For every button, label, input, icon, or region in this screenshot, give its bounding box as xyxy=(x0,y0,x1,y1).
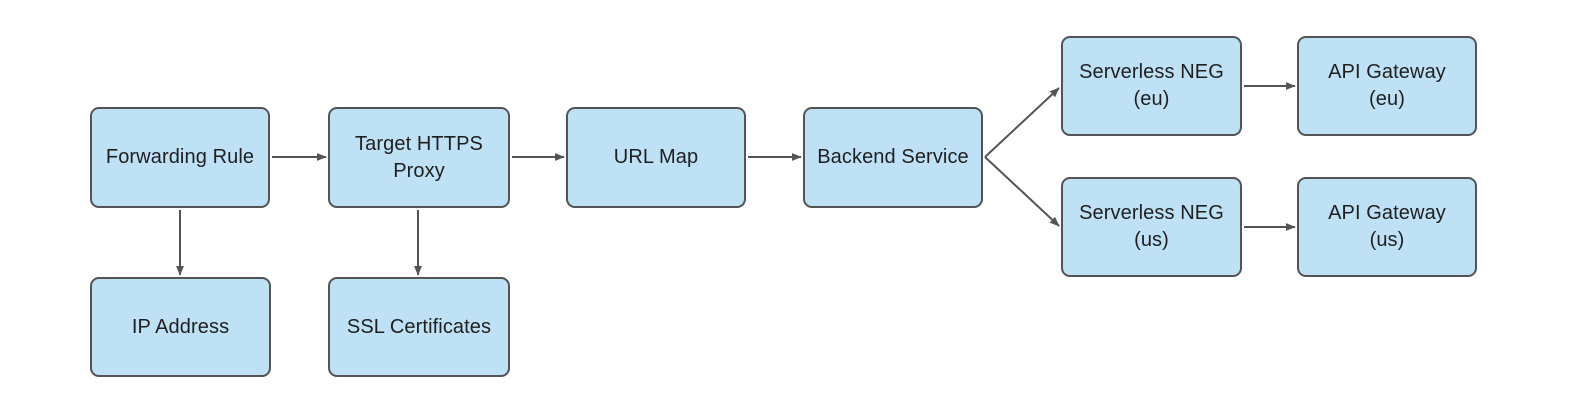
node-ip-address[interactable]: IP Address xyxy=(90,277,271,377)
node-url-map[interactable]: URL Map xyxy=(566,107,746,208)
node-label-ssl-certificates: SSL Certificates xyxy=(346,315,492,338)
node-forwarding-rule[interactable]: Forwarding Rule xyxy=(90,107,270,208)
edge-backend-service-to-serverless-neg-eu xyxy=(984,87,1060,158)
node-label-ip-address: IP Address xyxy=(131,315,230,338)
node-serverless-neg-eu[interactable]: Serverless NEG (eu) xyxy=(1061,36,1242,136)
node-target-https-proxy[interactable]: Target HTTPS Proxy xyxy=(328,107,510,208)
node-api-gateway-eu[interactable]: API Gateway (eu) xyxy=(1297,36,1477,136)
node-label-api-gateway-us: API Gateway (us) xyxy=(1328,202,1446,251)
node-label-api-gateway-eu: API Gateway (eu) xyxy=(1328,61,1446,110)
node-label-backend-service: Backend Service xyxy=(817,146,969,168)
node-label-url-map: URL Map xyxy=(613,146,699,168)
node-label-target-https-proxy: Target HTTPS Proxy xyxy=(355,132,483,182)
node-api-gateway-us[interactable]: API Gateway (us) xyxy=(1297,177,1477,277)
node-label-serverless-neg-eu: Serverless NEG (eu) xyxy=(1079,61,1224,110)
edge-backend-service-to-serverless-neg-us xyxy=(984,156,1060,227)
node-label-serverless-neg-us: Serverless NEG (us) xyxy=(1079,202,1224,251)
node-ssl-certificates[interactable]: SSL Certificates xyxy=(328,277,510,377)
node-serverless-neg-us[interactable]: Serverless NEG (us) xyxy=(1061,177,1242,277)
node-backend-service[interactable]: Backend Service xyxy=(803,107,983,208)
node-label-forwarding-rule: Forwarding Rule xyxy=(105,146,255,168)
